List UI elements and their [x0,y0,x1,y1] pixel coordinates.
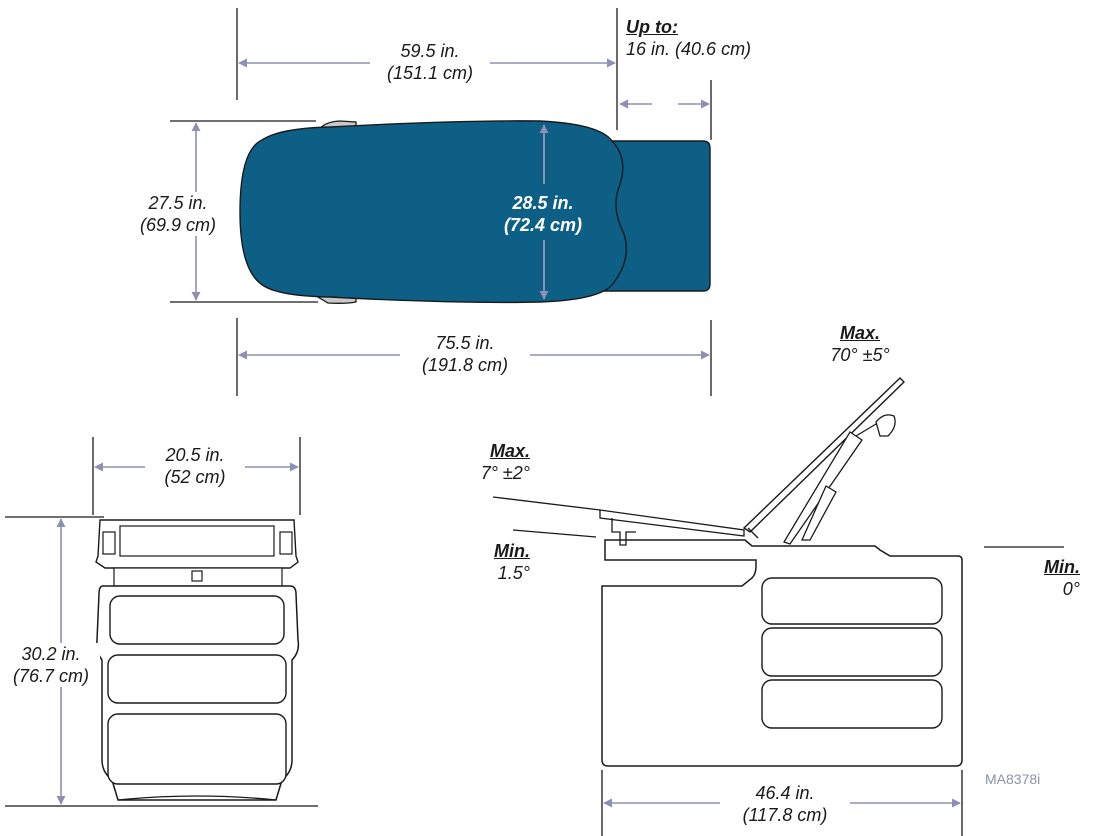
foot-min-heading: Min. [494,541,530,561]
end-width-line2: (52 cm) [164,467,226,487]
end-rail-left [102,531,116,555]
back-min-heading: Min. [1044,557,1080,577]
foot-max-label: Max. 7° ±2° [450,440,530,484]
base-length-label: 46.4 in. (117.8 cm) [720,782,850,826]
width-center-label: 28.5 in. (72.4 cm) [488,192,598,236]
side-panel [761,577,943,625]
base-length-line2: (117.8 cm) [742,805,828,825]
end-lock-icon [191,570,203,582]
extension-value: 16 in. (40.6 cm) [626,39,752,59]
width-center-line1: 28.5 in. [512,193,574,213]
end-width-line1: 20.5 in. [165,445,225,465]
end-width-label: 20.5 in. (52 cm) [145,444,245,488]
end-panel [107,654,287,704]
end-view [5,437,318,807]
end-panel [109,595,285,645]
foot-plate [599,509,745,537]
back-max-label: Max. 70° ±5° [810,322,910,366]
extension-label: Up to: 16 in. (40.6 cm) [626,16,752,60]
end-base-curve [117,795,277,801]
end-height-line2: (76.7 cm) [12,666,90,686]
angle-line-min [512,529,597,538]
top-view [170,8,712,396]
back-min-value: 0° [1062,579,1080,599]
figure-code: MA8378i [985,771,1041,787]
end-height-line1: 30.2 in. [21,644,81,664]
extension-heading: Up to: [626,17,678,37]
length-bottom-line1: 75.5 in. [435,333,495,353]
width-left-line2: (69.9 cm) [139,215,217,235]
mattress-top [239,120,627,304]
backrest-hinge [747,527,759,539]
foot-extension [603,140,711,292]
foot-min-value: 1.5° [497,563,530,583]
width-left-line1: 27.5 in. [148,193,208,213]
base-length-line1: 46.4 in. [755,783,815,803]
end-height-label: 30.2 in. (76.7 cm) [2,643,100,687]
backrest [742,377,905,533]
end-top-panel [119,525,275,557]
back-min-label: Min. 0° [1010,556,1080,600]
side-panel [761,679,943,729]
gas-spring-lower [800,485,837,541]
back-max-value: 70° ±5° [830,345,890,365]
head-support-arm [855,423,877,437]
head-support [875,414,896,437]
length-top-line1: 59.5 in. [400,41,460,61]
foot-hinge [611,518,636,546]
end-rail-right [279,531,293,555]
length-top-label: 59.5 in. (151.1 cm) [370,40,490,84]
foot-max-value: 7° ±2° [480,463,530,483]
width-center-line2: (72.4 cm) [503,215,583,235]
length-top-line2: (151.1 cm) [386,63,474,83]
side-view [492,377,1064,836]
foot-min-label: Min. 1.5° [460,540,530,584]
back-max-heading: Max. [839,323,881,343]
length-bottom-line2: (191.8 cm) [421,355,509,375]
side-panel [761,627,943,677]
foot-max-heading: Max. [489,441,530,461]
end-panel [107,713,287,785]
length-bottom-label: 75.5 in. (191.8 cm) [400,332,530,376]
angle-line-max [492,496,601,511]
width-left-label: 27.5 in. (69.9 cm) [128,192,228,236]
gas-spring-upper [783,431,863,545]
